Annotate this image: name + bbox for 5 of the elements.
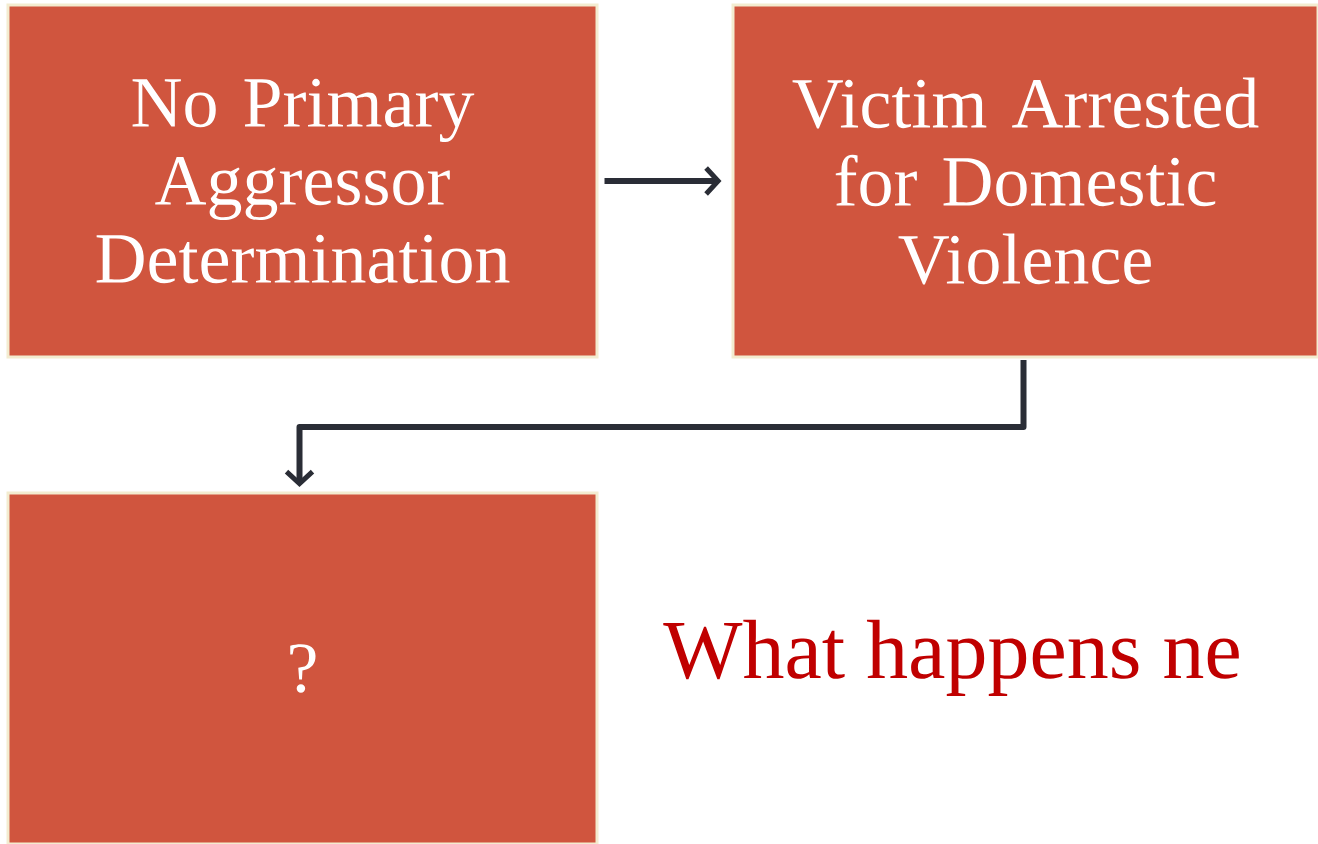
process-box: Victim Arrested for Domestic Violence <box>731 3 1318 359</box>
arrow <box>284 360 1027 487</box>
process-box: No Primary Aggressor Determination <box>6 3 599 359</box>
process-box: ? <box>6 491 599 844</box>
arrow <box>604 166 722 196</box>
